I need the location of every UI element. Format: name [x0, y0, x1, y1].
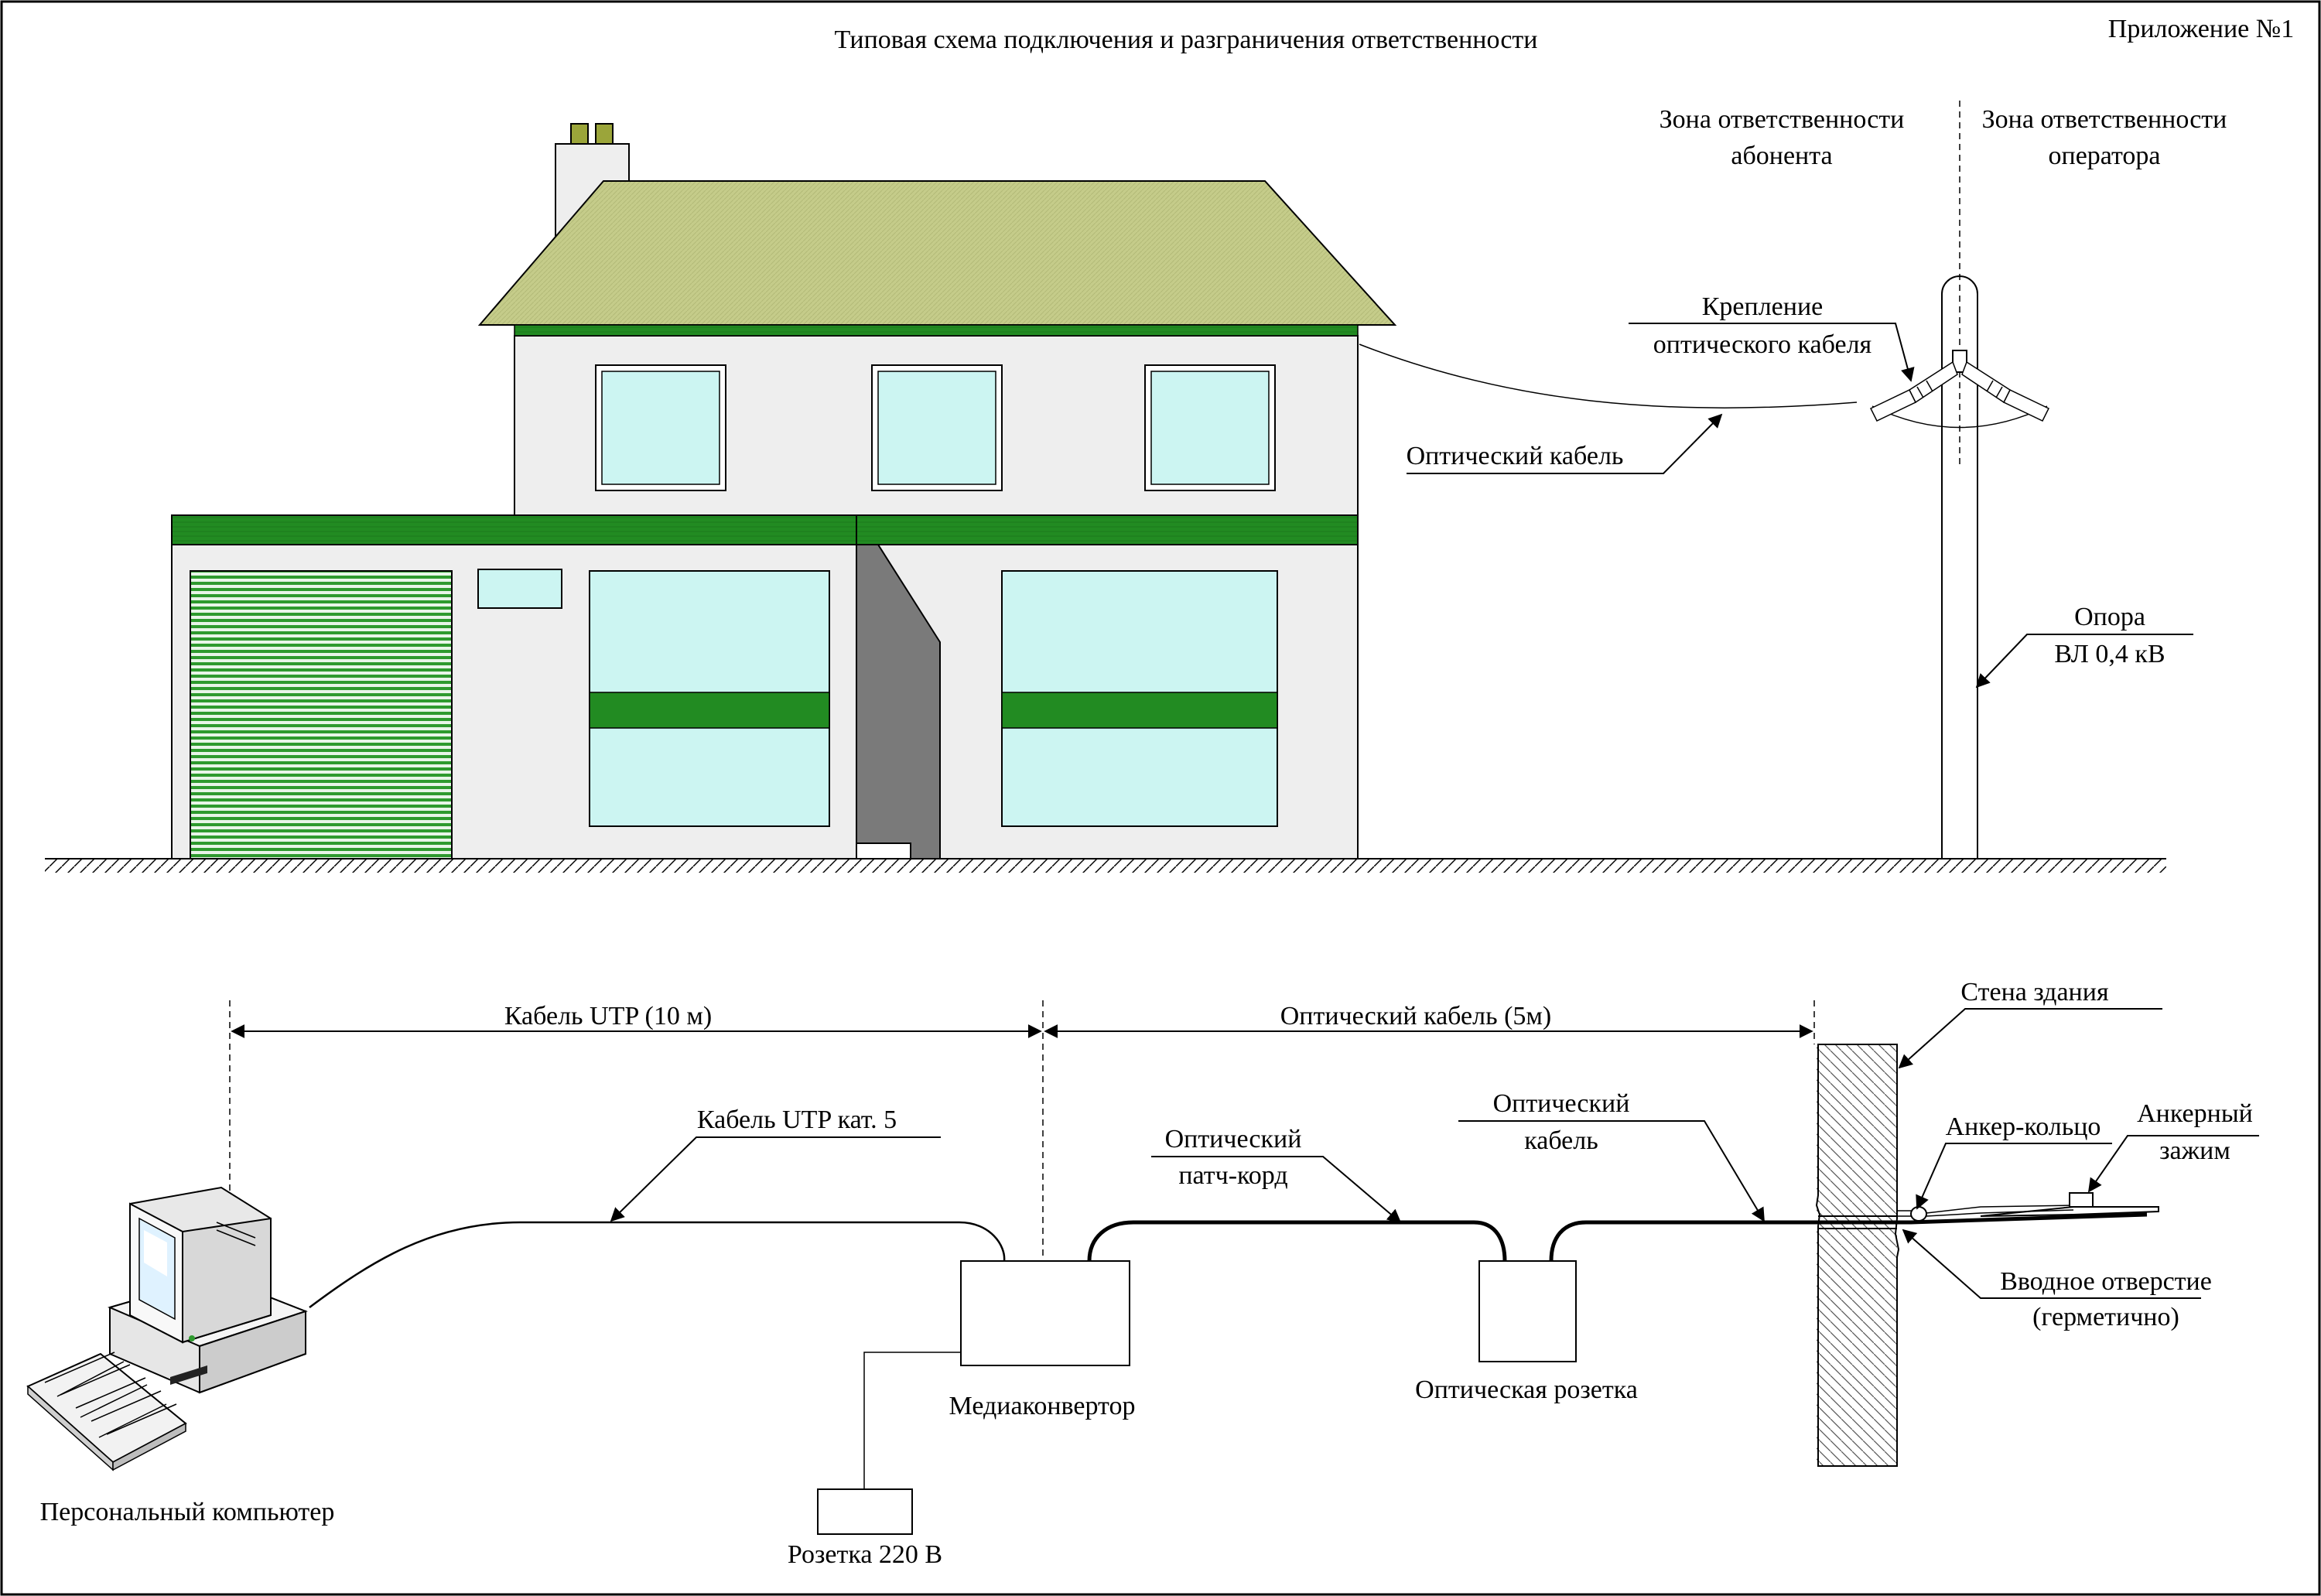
chimney-pot: [595, 123, 614, 145]
optic-span-dimension: Оптический кабель (5м): [1044, 1002, 1813, 1038]
svg-text:патч-корд: патч-корд: [1178, 1161, 1287, 1190]
svg-text:абонента: абонента: [1731, 142, 1832, 170]
zone-operator-label: Зона ответственности оператора: [1982, 105, 2227, 170]
anchor-clamp-label: Анкерный зажим: [2087, 1099, 2259, 1193]
utp-cat5-label: Кабель UTP кат. 5: [610, 1106, 941, 1222]
fastening-clamp-right: [1961, 361, 2050, 422]
pole-label: Опора ВЛ 0,4 кВ: [1975, 603, 2193, 689]
diagram-title: Типовая схема подключения и разграничени…: [834, 26, 1537, 54]
socket-220-label: Розетка 220 В: [788, 1540, 942, 1569]
anchor-clamp: [1926, 1192, 2159, 1217]
svg-text:Оптический: Оптический: [1493, 1089, 1630, 1118]
zone-subscriber-label: Зона ответственности абонента: [1660, 105, 1905, 170]
patch-cord-label: Оптический патч-корд: [1151, 1125, 1402, 1224]
building-wall: [1815, 1044, 1900, 1467]
svg-text:Крепление: Крепление: [1702, 292, 1824, 321]
roof-eave-band: [514, 324, 1359, 337]
svg-text:оператора: оператора: [2049, 142, 2161, 170]
optic-drop-cable: [1549, 1212, 2148, 1262]
house-doorway: [856, 544, 941, 860]
svg-text:ВЛ 0,4 кВ: ВЛ 0,4 кВ: [2054, 640, 2165, 668]
power-cord: [863, 1352, 961, 1489]
svg-text:Опора: Опора: [2074, 603, 2145, 631]
svg-text:Кабель UTP кат. 5: Кабель UTP кат. 5: [697, 1106, 897, 1134]
power-pole: [1869, 275, 2050, 859]
shop-window-right: [1001, 570, 1278, 827]
svg-text:(герметично): (герметично): [2032, 1303, 2179, 1331]
optic-socket-label: Оптическая розетка: [1415, 1376, 1638, 1404]
svg-text:кабель: кабель: [1524, 1126, 1598, 1155]
pole-bracket: [1952, 350, 1967, 373]
wall-label: Стена здания: [1898, 978, 2162, 1069]
svg-text:Оптический: Оптический: [1165, 1125, 1302, 1153]
svg-text:Оптический кабель: Оптический кабель: [1407, 442, 1624, 470]
garage-door: [190, 570, 453, 860]
anchor-ring-label: Анкер-кольцо: [1916, 1112, 2112, 1210]
socket-220-box: [817, 1488, 913, 1535]
upper-window: [1144, 364, 1276, 491]
svg-text:оптического кабеля: оптического кабеля: [1653, 330, 1872, 359]
optic-patch-cord: [1087, 1220, 1507, 1262]
pc-label: Персональный компьютер: [40, 1498, 335, 1526]
shop-window-left: [589, 570, 830, 827]
media-converter-label: Медиаконвертор: [949, 1392, 1136, 1420]
svg-text:Анкерный: Анкерный: [2137, 1099, 2253, 1128]
optic-socket-box: [1478, 1260, 1577, 1362]
fastening-clamp-left: [1869, 361, 1958, 422]
upper-window: [871, 364, 1003, 491]
utp-cable: [309, 1221, 1006, 1309]
entry-hole-label: Вводное отверстие (герметично): [1902, 1229, 2212, 1331]
svg-text:Анкер-кольцо: Анкер-кольцо: [1946, 1112, 2101, 1141]
svg-text:Зона ответственности: Зона ответственности: [1660, 105, 1905, 134]
floor-band: [171, 514, 1359, 545]
overhead-optic-cable: [1359, 343, 1858, 409]
house: [171, 123, 1397, 860]
overhead-cable-label: Оптический кабель: [1407, 413, 1723, 474]
svg-text:зажим: зажим: [2159, 1136, 2230, 1165]
anchor-ring: [1897, 1206, 1927, 1222]
optic-cable-label: Оптический кабель: [1458, 1089, 1765, 1222]
utp-span-dimension: Кабель UTP (10 м): [231, 1002, 1042, 1038]
chimney-pot: [570, 123, 589, 145]
svg-text:Кабель UTP (10 м): Кабель UTP (10 м): [504, 1002, 712, 1030]
small-window: [477, 569, 562, 609]
svg-text:Зона ответственности: Зона ответственности: [1982, 105, 2227, 134]
media-converter-box: [960, 1260, 1130, 1366]
svg-text:Оптический кабель (5м): Оптический кабель (5м): [1280, 1002, 1552, 1030]
fastening-label: Крепление оптического кабеля: [1629, 292, 1915, 382]
ground: [45, 858, 2166, 873]
svg-text:Стена здания: Стена здания: [1960, 978, 2109, 1006]
appendix-label: Приложение №1: [2108, 15, 2294, 43]
upper-window: [595, 364, 726, 491]
roof: [477, 180, 1397, 326]
svg-text:Вводное отверстие: Вводное отверстие: [2000, 1267, 2212, 1296]
pc-icon: [26, 1186, 308, 1471]
